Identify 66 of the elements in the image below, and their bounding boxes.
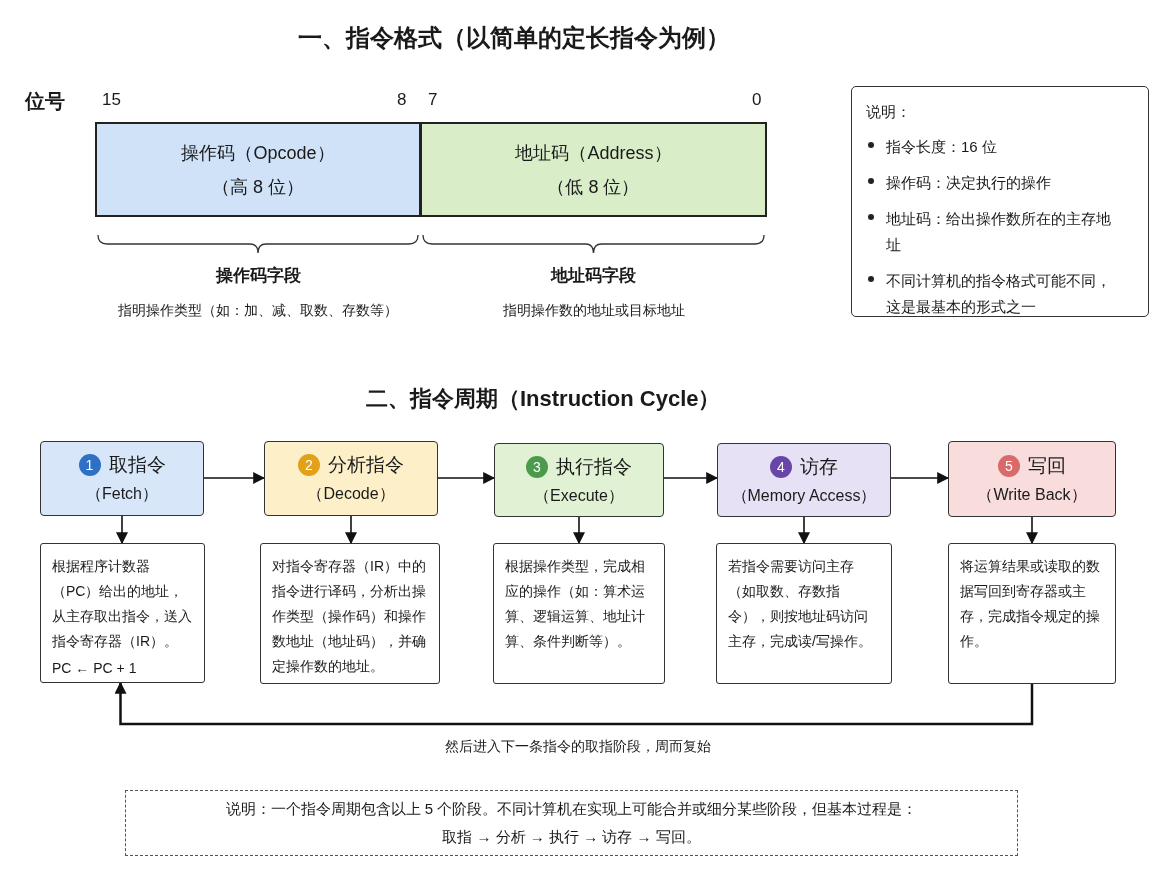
note-box: [125, 790, 1018, 856]
stage-title: 取指令: [108, 453, 166, 477]
arrow: [663, 472, 719, 484]
step-number: 1: [78, 454, 101, 476]
arrow: [114, 681, 1034, 726]
description-box: [948, 543, 1116, 684]
arrow: [437, 472, 496, 484]
description-text: 若指令需要访问主存（如取数、存数指令），则按地址码访问主存，完成读/写操作。: [728, 557, 873, 651]
description-text: PC ← PC + 1: [52, 659, 137, 678]
stage-subtitle: （Fetch）: [86, 484, 158, 504]
stage-subtitle: （Decode）: [307, 484, 395, 504]
description-text: 根据操作类型，完成相应的操作（如：算术运算、逻辑运算、地址计算、条件判断等）。: [505, 557, 646, 651]
field-caption: 地址码字段: [549, 265, 637, 287]
stage-subtitle: （Write Back）: [977, 484, 1087, 505]
bit-number: 15: [102, 90, 121, 110]
stage-subtitle: （Memory Access）: [731, 485, 877, 506]
note-text: 操作码：决定执行的操作: [886, 173, 1052, 193]
section-heading: 二、指令周期（Instruction Cycle）: [366, 385, 721, 413]
bit-number: 7: [428, 90, 438, 110]
description-box: [716, 543, 892, 684]
field-description: 指明操作数的地址或目标地址: [501, 302, 686, 320]
description-text: 对指令寄存器（IR）中的指令进行译码，分析出操作类型（操作码）和操作数地址（地址码），并确定操作数的地址。: [272, 557, 427, 676]
stage-box: [264, 441, 438, 516]
field-name: 操作码（Opcode）: [181, 141, 335, 165]
field-box: [95, 122, 421, 217]
field-description: 指明操作类型（如：加、减、取数、存数等）: [117, 302, 399, 320]
arrow: [1026, 516, 1038, 545]
arrow: [573, 516, 585, 545]
description-box: [493, 543, 665, 684]
stage-subtitle: （Execute）: [534, 485, 624, 506]
note-text: 不同计算机的指令格式可能不同，这是最基本的形式之一: [886, 271, 1112, 317]
arrow: [345, 515, 357, 545]
stage-box: [717, 443, 891, 517]
description-box: [260, 543, 440, 684]
note-box: [851, 86, 1149, 317]
note-heading: 说明：: [866, 103, 911, 122]
arrow: [116, 515, 128, 545]
field-caption: 操作码字段: [214, 265, 302, 287]
bit-range: （低 8 位）: [547, 175, 640, 199]
note-text: 地址码：给出操作数所在的主存地址: [886, 209, 1112, 255]
arrow: [203, 472, 266, 484]
step-number: 3: [526, 455, 548, 478]
axis-label: 位号: [25, 89, 65, 114]
description-text: 根据程序计数器（PC）给出的地址，从主存取出指令，送入指令寄存器（IR）。: [52, 557, 193, 651]
step-number: 2: [298, 454, 320, 476]
note-text: 指令长度：16 位: [886, 137, 998, 157]
stage-title: 执行指令: [556, 454, 632, 479]
note-text: 说明：一个指令周期包含以上 5 个阶段。不同计算机在实现上可能合并或细分某些阶段，但基本过程是：取指 → 分析 → 执行 → 访存 → 写回。: [224, 799, 919, 847]
arrow: [798, 516, 810, 545]
description-box: [40, 543, 205, 683]
stage-title: 写回: [1028, 453, 1066, 478]
bit-number: 0: [752, 90, 762, 110]
stage-title: 访存: [800, 454, 838, 479]
field-box: [420, 122, 767, 217]
bit-number: 8: [397, 90, 407, 110]
bit-range: （高 8 位）: [212, 175, 304, 199]
field-name: 地址码（Address）: [515, 141, 672, 165]
step-number: 5: [998, 454, 1020, 477]
stage-box: [40, 441, 204, 516]
stage-title: 分析指令: [328, 453, 404, 477]
stage-box: [494, 443, 664, 517]
stage-box: [948, 441, 1116, 517]
arrow: [890, 472, 950, 484]
section-heading: 一、指令格式（以简单的定长指令为例）: [298, 23, 730, 53]
step-number: 4: [770, 455, 792, 478]
description-text: 将运算结果或读取的数据写回到寄存器或主存，完成指令规定的操作。: [960, 557, 1101, 651]
